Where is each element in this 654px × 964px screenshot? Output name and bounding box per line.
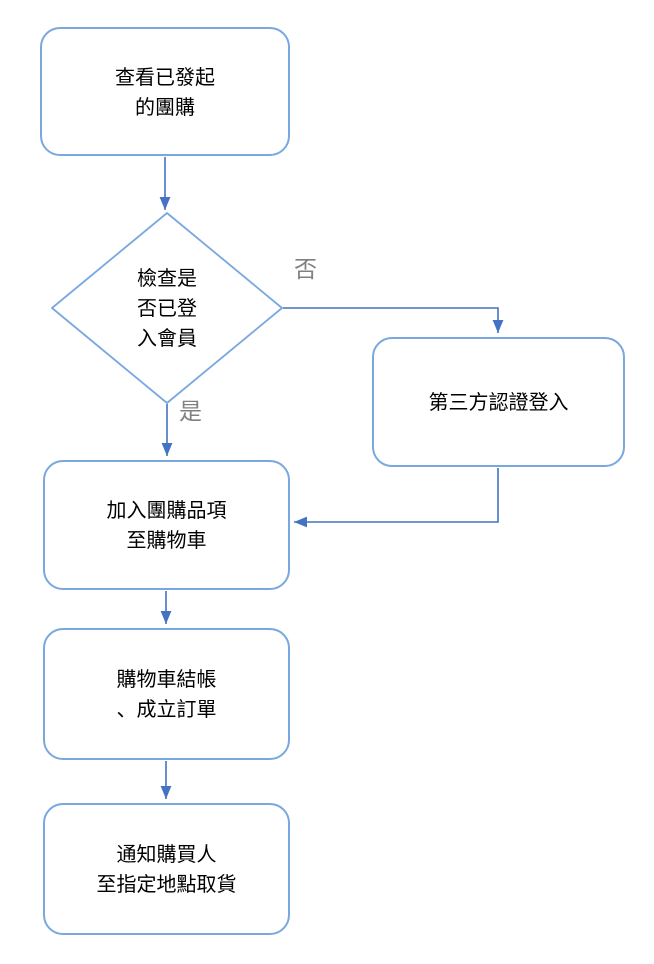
node-checkout-label: 購物車結帳 、成立訂單 <box>116 667 217 721</box>
node-add-to-cart: 加入團購品項 至購物車 <box>43 460 290 590</box>
node-notify-pickup-label: 通知購買人 至指定地點取貨 <box>96 842 237 896</box>
node-start: 查看已發起 的團購 <box>40 27 290 156</box>
node-notify-pickup: 通知購買人 至指定地點取貨 <box>43 803 290 935</box>
node-checkout: 購物車結帳 、成立訂單 <box>43 628 290 760</box>
edge-thirdparty-to-cart <box>294 468 499 528</box>
node-add-to-cart-label: 加入團購品項 至購物車 <box>106 498 227 552</box>
edge-label-yes: 是 <box>179 399 202 425</box>
node-start-label: 查看已發起 的團購 <box>115 64 215 119</box>
node-decision-label: 檢查是 否已登 入會員 <box>137 266 197 350</box>
edge-decision-no <box>283 307 504 333</box>
node-third-party-login: 第三方認證登入 <box>372 337 625 467</box>
decision-diamond <box>51 212 283 404</box>
node-third-party-login-label: 第三方認證登入 <box>428 390 569 414</box>
edge-label-no: 否 <box>294 257 317 283</box>
